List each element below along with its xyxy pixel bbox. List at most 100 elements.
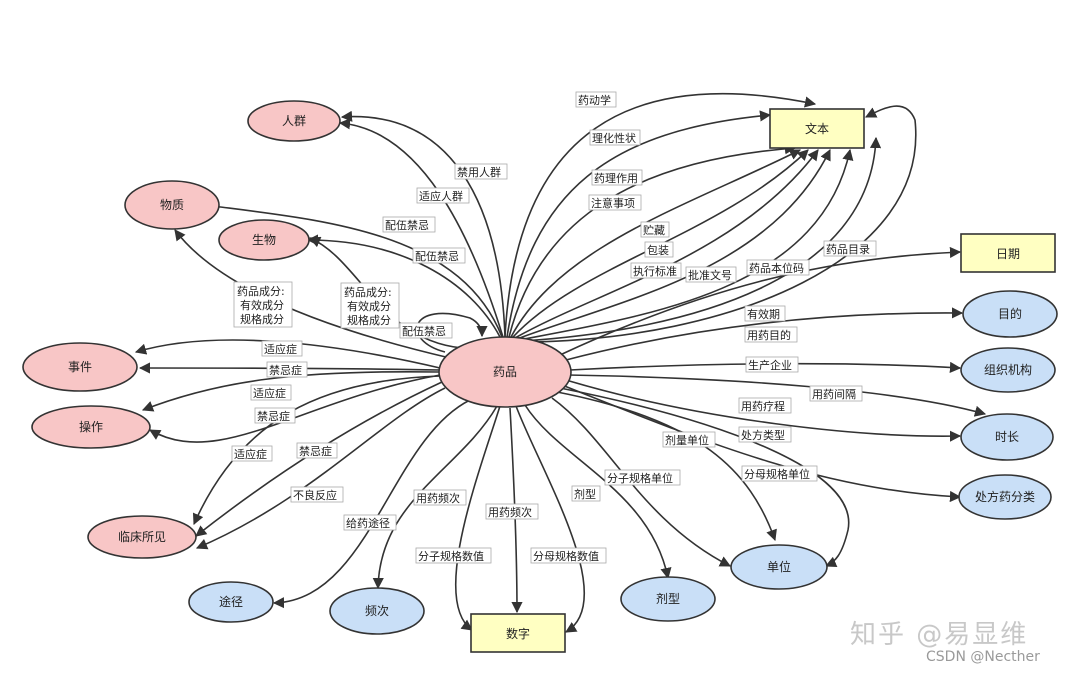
- edge-label-physchem: 理化性状: [592, 131, 636, 145]
- node-rx-class-label: 处方药分类: [975, 489, 1035, 504]
- node-duration[interactable]: [960, 413, 1054, 461]
- node-frequency[interactable]: [329, 587, 425, 635]
- edge-freq: [372, 405, 498, 590]
- nodes: 药品 文本 日期 数字 人群 物质 生物 事件 操作 临床所见 途径 频次 剂型…: [22, 100, 1058, 653]
- edge-label-contra-b: 禁忌症: [257, 409, 290, 423]
- edge-label-freq: 用药频次: [416, 491, 460, 505]
- node-organism[interactable]: [218, 219, 310, 261]
- edge-label-adverse: 不良反应: [293, 488, 337, 502]
- edge-label-dosage-form: 剂型: [574, 487, 596, 501]
- node-text-label: 文本: [805, 121, 829, 136]
- node-clinical[interactable]: [87, 515, 197, 559]
- node-event-label: 事件: [68, 360, 92, 374]
- edge-label-contra-c: 禁忌症: [299, 444, 332, 458]
- edge-label-storage: 贮藏: [643, 224, 665, 237]
- edge-label-standard-code: 药品本位码: [749, 261, 804, 275]
- edge-catalog: [524, 105, 917, 343]
- edge-label-incompat-b: 配伍禁忌: [415, 250, 459, 263]
- edge-approval: [518, 148, 854, 341]
- edge-adverse: [195, 387, 446, 550]
- edge-label-usage-purpose: 用药目的: [747, 328, 791, 342]
- edge-label-package: 包装: [647, 244, 669, 257]
- node-organization-label: 组织机构: [984, 362, 1032, 377]
- zhihu-watermark: 知乎 @易显维: [850, 620, 1029, 650]
- edge-label-indication-c: 适应症: [234, 447, 267, 461]
- edge-label-den-spec-value: 分母规格数值: [533, 549, 599, 563]
- node-substance[interactable]: [124, 180, 220, 230]
- edge-label-indication-b: 适应症: [253, 386, 286, 400]
- csdn-credit: CSDN @Necther: [926, 649, 1040, 665]
- node-text[interactable]: [769, 108, 865, 149]
- edge-pharmacokinetics: [504, 92, 817, 338]
- node-event[interactable]: [22, 342, 138, 392]
- edge-validity: [559, 246, 962, 356]
- node-number[interactable]: [470, 613, 566, 653]
- edge-label-rx-type: 处方类型: [741, 428, 785, 442]
- edge-label-ingredient-b-line1: 药品成分:: [344, 286, 392, 299]
- node-duration-label: 时长: [995, 430, 1019, 444]
- edge-label-indication-a: 适应症: [264, 342, 297, 356]
- edge-label-interval: 用药间隔: [812, 388, 856, 401]
- node-substance-label: 物质: [160, 198, 184, 212]
- edge-label-validity: 有效期: [747, 307, 780, 321]
- node-clinical-label: 临床所见: [118, 530, 166, 544]
- edge-den-spec-value: [515, 405, 586, 633]
- node-frequency-label: 频次: [365, 604, 389, 618]
- edge-label-ingredient-b-line3: 规格成分: [347, 313, 391, 327]
- node-organization[interactable]: [960, 347, 1056, 393]
- edge-label-contra-crowd: 禁用人群: [457, 165, 501, 179]
- edge-label-pharmacology: 药理作用: [594, 172, 638, 185]
- edge-label-standard: 执行标准: [633, 264, 677, 278]
- edge-label-admin-route: 给药途径: [346, 516, 390, 530]
- edge-label-manufacturer: 生产企业: [748, 358, 792, 372]
- edge-label-pharmacokinetics: 药动学: [578, 93, 611, 107]
- node-dosage-form[interactable]: [620, 576, 716, 622]
- edge-interval: [567, 374, 987, 417]
- edge-label-den-spec-unit: 分母规格单位: [744, 467, 810, 481]
- edge-dosage-form: [524, 404, 672, 580]
- node-dosage-form-label: 剂型: [656, 591, 680, 606]
- edge-label-course: 用药疗程: [741, 399, 785, 413]
- node-rx-class[interactable]: [958, 474, 1052, 520]
- edge-label-num-spec-unit: 分子规格单位: [607, 471, 673, 485]
- edge-label-catalog: 药品目录: [826, 243, 870, 256]
- node-number-label: 数字: [506, 626, 530, 641]
- edge-label-ingredient-a-line3: 规格成分: [240, 312, 284, 326]
- edge-label-indic-crowd: 适应人群: [419, 189, 463, 203]
- node-operation[interactable]: [31, 405, 151, 449]
- edge-label-incompat-a: 配伍禁忌: [385, 219, 429, 232]
- edge-labels: 药动学 理化性状 药理作用 注意事项 贮藏 包装 执行标准 批准文号 药品本位码…: [231, 91, 877, 564]
- edge-contra-operation: [149, 374, 441, 443]
- node-crowd-label: 人群: [282, 114, 306, 128]
- node-operation-label: 操作: [79, 419, 103, 434]
- edge-label-incompat-self: 配伍禁忌: [402, 325, 446, 338]
- node-date[interactable]: [960, 233, 1056, 273]
- edge-standard-code: [521, 136, 882, 342]
- node-route-label: 途径: [219, 594, 243, 609]
- edge-dose-unit: [556, 391, 777, 542]
- node-purpose-label: 目的: [998, 306, 1022, 321]
- node-drug[interactable]: [438, 336, 572, 408]
- node-drug-label: 药品: [493, 365, 517, 379]
- edge-label-freq-num: 用药频次: [488, 505, 532, 519]
- edge-indic-operation: [141, 370, 441, 412]
- edge-den-spec-unit: [559, 387, 850, 568]
- node-unit[interactable]: [730, 544, 828, 590]
- edge-label-dose-unit: 剂量单位: [665, 433, 709, 447]
- node-date-label: 日期: [996, 247, 1020, 261]
- edge-num-spec-value: [454, 405, 501, 631]
- node-unit-label: 单位: [767, 559, 791, 574]
- node-purpose[interactable]: [962, 290, 1058, 338]
- edge-incompat-organism: [306, 234, 501, 338]
- edge-label-ingredient-a-line1: 药品成分:: [237, 285, 285, 298]
- edge-label-ingredient-b-line2: 有效成分: [347, 299, 391, 313]
- edge-physchem: [506, 110, 772, 338]
- node-crowd[interactable]: [247, 100, 341, 142]
- edge-label-precautions: 注意事项: [591, 196, 635, 210]
- edge-incompat-substance: [203, 200, 503, 338]
- node-organism-label: 生物: [252, 233, 276, 247]
- edge-incompat-self: [416, 312, 488, 353]
- edge-label-num-spec-value: 分子规格数值: [418, 549, 484, 563]
- node-route[interactable]: [188, 581, 274, 623]
